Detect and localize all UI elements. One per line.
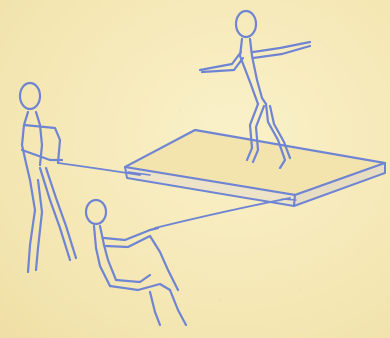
seated-figure: [86, 200, 186, 325]
walker-body-left: [22, 112, 30, 180]
walker-leg-back-outline: [36, 180, 42, 270]
dancer-arm-right: [253, 42, 310, 52]
seated-thigh-outline: [110, 284, 170, 290]
walker-leg-front-outline: [46, 168, 76, 258]
seated-thigh: [116, 275, 150, 282]
seated-shin-front: [170, 290, 186, 325]
walker-head: [20, 83, 40, 109]
seated-head: [86, 200, 106, 224]
walking-figure: [20, 83, 76, 272]
dancer-body: [250, 39, 266, 104]
rope-bottom: [155, 198, 290, 228]
platform: [125, 130, 385, 206]
dancer-head: [236, 11, 256, 37]
seated-knee: [150, 236, 178, 290]
walker-leg-back: [28, 180, 35, 272]
seated-arm-upper: [104, 228, 158, 240]
seated-shin: [150, 292, 160, 325]
walker-leg-front: [40, 168, 70, 260]
